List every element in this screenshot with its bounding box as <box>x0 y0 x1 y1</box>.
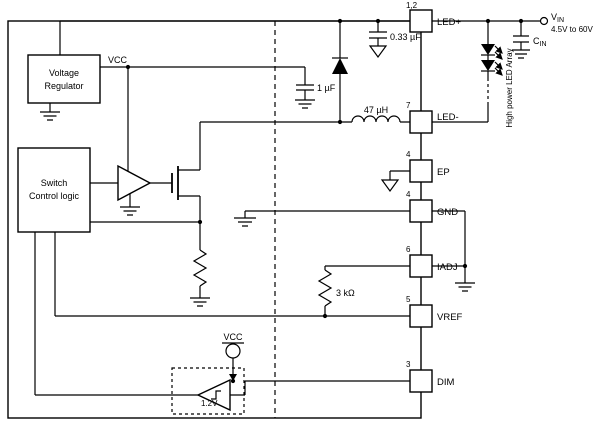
comparator-dashed-box <box>171 367 245 415</box>
vcc-capacitor: 1 µF <box>296 83 336 93</box>
capacitor-icon <box>296 84 314 91</box>
switch-control-block: Switch Control logic <box>17 147 91 233</box>
ground-icon <box>455 282 475 292</box>
switch-control-box <box>17 147 91 233</box>
led-array-label: High power LED Array <box>505 48 514 127</box>
hysteresis-icon <box>211 390 221 400</box>
cin-capacitor: CIN <box>513 35 547 48</box>
voltage-regulator-box <box>27 54 101 104</box>
ground-icon <box>368 45 388 59</box>
pin-box <box>409 9 433 33</box>
pin-number: 4 <box>406 150 411 159</box>
led-icon <box>481 44 495 55</box>
resistor-zigzag-icon <box>192 249 208 287</box>
source-resistor <box>192 249 208 287</box>
gate-driver-amplifier <box>117 164 152 202</box>
capacitor-icon <box>369 31 387 39</box>
led-array: High power LED Array <box>481 44 514 128</box>
pin-label: LED- <box>437 112 459 123</box>
resistor-zigzag-icon <box>317 269 333 307</box>
pin-box <box>409 304 433 328</box>
pin-box <box>409 369 433 393</box>
pin-label: GND <box>437 207 458 218</box>
ground-icon <box>120 206 140 216</box>
pin-label: LED+ <box>437 17 461 28</box>
inductor-icon <box>351 115 401 123</box>
diode-icon <box>332 58 348 74</box>
inductor: 47 µH <box>351 105 401 123</box>
iadj-resistor: 3 kΩ <box>317 269 355 307</box>
pin-number: 5 <box>406 295 411 304</box>
ground-icon <box>40 111 60 121</box>
voltage-regulator-label-line1: Voltage <box>49 68 79 78</box>
amplifier-triangle-icon <box>117 164 152 202</box>
comparator-threshold-label: 1.2V <box>201 399 218 408</box>
bypass-capacitor: 0.33 µF <box>369 31 421 42</box>
pin-number: 6 <box>406 245 411 254</box>
pin-number: 1,2 <box>406 1 418 10</box>
led-light-arrow-icon <box>494 61 503 70</box>
ground-icon <box>295 99 315 109</box>
wires <box>34 20 541 396</box>
switch-control-label-line1: Switch <box>41 178 68 188</box>
pin-box <box>409 254 433 278</box>
led-light-arrow-icon <box>494 67 503 76</box>
bypass-capacitor-label: 0.33 µF <box>390 32 421 42</box>
mosfet <box>171 166 179 200</box>
vcc-label: VCC <box>108 55 128 65</box>
led-light-arrow-icon <box>494 51 503 60</box>
pin-led-plus: 1,2 LED+ <box>406 1 461 33</box>
switch-control-label-line2: Control logic <box>29 191 80 201</box>
pin-label: VREF <box>437 312 463 323</box>
pin-label: DIM <box>437 377 455 388</box>
ground-icon <box>234 217 256 227</box>
pin-label: IADJ <box>437 262 458 273</box>
pin-vref: 5 VREF <box>406 295 463 328</box>
freewheel-diode <box>332 57 348 74</box>
pin-box <box>409 159 433 183</box>
pin-box <box>409 110 433 134</box>
pin-led-minus: 7 LED- <box>406 101 459 134</box>
pin-number: 4 <box>406 190 411 199</box>
pin-number: 3 <box>406 360 411 369</box>
pin-iadj: 6 IADJ <box>406 245 458 278</box>
iadj-resistor-label: 3 kΩ <box>336 288 355 298</box>
cin-label: CIN <box>533 36 547 48</box>
pin-gnd: 4 GND <box>406 190 458 223</box>
voltage-regulator-label-line2: Regulator <box>44 81 83 91</box>
pin-box <box>409 199 433 223</box>
current-source-icon <box>225 343 241 359</box>
comparator-triangle-icon <box>196 378 231 412</box>
vin-terminal: VIN 4.5V to 60V <box>539 12 593 34</box>
inductor-label: 47 µH <box>364 105 388 115</box>
capacitor-icon <box>513 35 529 43</box>
vcc-capacitor-label: 1 µF <box>317 83 336 93</box>
ground-icon <box>380 179 400 193</box>
voltage-regulator-block: Voltage Regulator <box>27 54 101 104</box>
vin-range-label: 4.5V to 60V <box>551 25 593 34</box>
comparator-vcc-label: VCC <box>223 332 243 342</box>
pin-dim: 3 DIM <box>406 360 455 393</box>
led-icon <box>481 60 495 71</box>
dim-comparator: VCC 1.2V <box>171 332 245 415</box>
pin-ep: 4 EP <box>406 150 450 183</box>
terminal-icon <box>539 16 549 26</box>
current-arrow-icon <box>229 374 237 381</box>
ground-icon <box>190 297 210 307</box>
pin-number: 7 <box>406 101 411 110</box>
pins: 1,2 LED+ 7 LED- 4 EP 4 GND 6 IADJ 5 VREF <box>406 1 463 393</box>
pin-label: EP <box>437 167 450 178</box>
junction-dots <box>125 18 524 384</box>
led-light-arrow-icon <box>494 45 503 54</box>
vin-label: VIN <box>551 12 564 24</box>
ground-icon <box>512 49 530 59</box>
